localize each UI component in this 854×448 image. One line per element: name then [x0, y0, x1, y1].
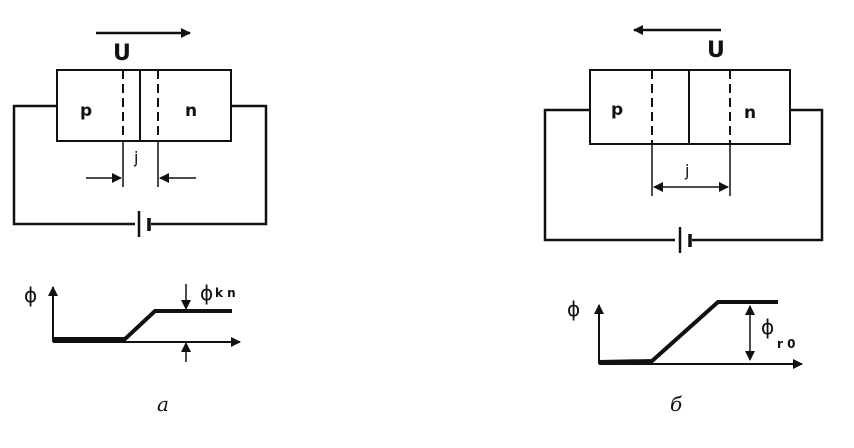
- n-region-label: n: [185, 101, 197, 121]
- barrier-subscript-label: k n: [215, 286, 236, 300]
- caption-b: б: [670, 392, 683, 416]
- junction-label: j: [684, 161, 689, 180]
- circuit-wire: [543, 108, 675, 242]
- barrier-phi-label: ϕ: [761, 315, 774, 339]
- junction-label: j: [133, 148, 138, 167]
- diagram-a: U p n j ϕ ϕ k n а: [12, 28, 268, 416]
- caption-a: а: [157, 392, 169, 416]
- p-region-label: p: [80, 101, 92, 121]
- circuit-wire: [692, 108, 824, 242]
- phi-axis-label: ϕ: [24, 283, 37, 307]
- potential-curve: [53, 309, 232, 341]
- circuit-wire: [12, 104, 135, 226]
- voltage-label: U: [113, 41, 131, 66]
- diagram-b: U p n j ϕ ϕ r 0 б: [543, 25, 824, 416]
- p-region-label: p: [611, 100, 623, 120]
- n-region-label: n: [744, 103, 756, 123]
- barrier-phi-label: ϕ: [200, 281, 213, 305]
- potential-curve: [598, 300, 778, 364]
- phi-axis-label: ϕ: [567, 297, 580, 321]
- barrier-subscript-label: r 0: [777, 337, 795, 351]
- voltage-label: U: [707, 38, 725, 63]
- circuit-wire: [151, 104, 268, 226]
